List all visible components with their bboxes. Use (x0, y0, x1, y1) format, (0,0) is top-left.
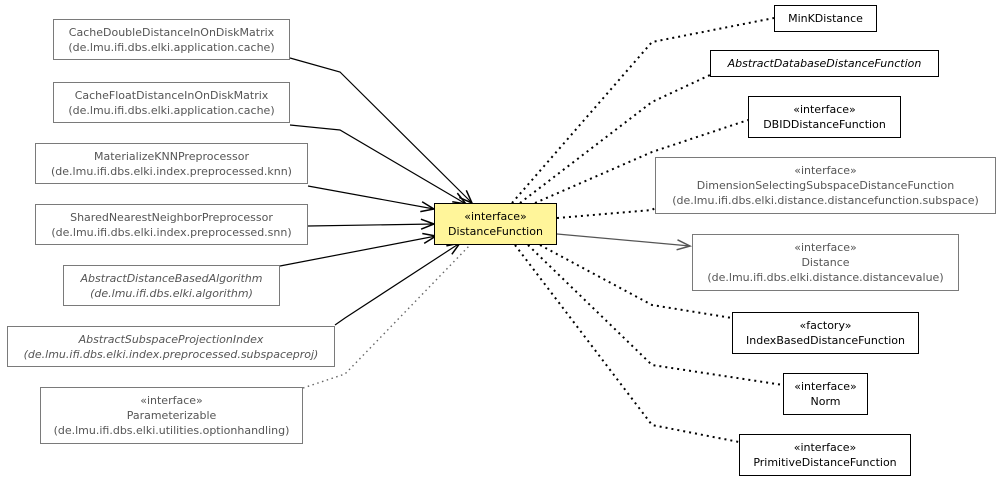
edge-cache-double (289, 57, 472, 203)
class-node-materialize-knn[interactable]: MaterializeKNNPreprocessor (de.lmu.ifi.d… (35, 143, 308, 184)
class-name: DBIDDistanceFunction (763, 118, 886, 131)
class-node-cache-double[interactable]: CacheDoubleDistanceInOnDiskMatrix (de.lm… (53, 19, 290, 60)
edge-abstract-spi (334, 243, 460, 326)
class-name: SharedNearestNeighborPreprocessor (70, 210, 273, 224)
class-node-parameterizable[interactable]: «interface» Parameterizable (de.lmu.ifi.… (40, 387, 303, 444)
class-name: MinKDistance (788, 12, 863, 25)
package-name: (de.lmu.ifi.dbs.elki.distance.distanceva… (707, 271, 944, 284)
class-node-mink-distance[interactable]: MinKDistance (774, 5, 877, 32)
class-node-cache-float[interactable]: CacheFloatDistanceInOnDiskMatrix (de.lmu… (53, 82, 290, 123)
class-name: CacheDoubleDistanceInOnDiskMatrix (68, 25, 275, 39)
class-name: PrimitiveDistanceFunction (753, 456, 897, 469)
class-node-primitive-df[interactable]: «interface» PrimitiveDistanceFunction (739, 434, 911, 476)
package-name: (de.lmu.ifi.dbs.elki.algorithm) (90, 286, 253, 300)
package-name: (de.lmu.ifi.dbs.elki.index.preprocessed.… (51, 164, 292, 178)
stereotype: «interface» (464, 210, 527, 223)
class-name: AbstractDatabaseDistanceFunction (727, 57, 922, 70)
package-name: (de.lmu.ifi.dbs.elki.application.cache) (68, 40, 275, 54)
class-node-distance[interactable]: «interface» Distance (de.lmu.ifi.dbs.elk… (692, 234, 959, 291)
edge-dbid-df (534, 119, 749, 204)
class-name: DistanceFunction (448, 225, 543, 238)
stereotype: «interface» (794, 241, 857, 254)
stereotype: «interface» (794, 380, 857, 393)
class-node-abstract-spi[interactable]: AbstractSubspaceProjectionIndex (de.lmu.… (7, 326, 335, 367)
class-name: AbstractDistanceBasedAlgorithm (80, 271, 263, 285)
class-node-shared-nn[interactable]: SharedNearestNeighborPreprocessor (de.lm… (35, 204, 308, 245)
class-node-dbid-df[interactable]: «interface» DBIDDistanceFunction (748, 96, 901, 138)
package-name: (de.lmu.ifi.dbs.elki.distance.distancefu… (672, 194, 979, 207)
stereotype: «factory» (799, 319, 852, 332)
edge-abstract-ddf (519, 74, 711, 204)
edge-index-based (539, 244, 733, 319)
package-name: (de.lmu.ifi.dbs.elki.application.cache) (68, 103, 275, 117)
class-name: Norm (810, 395, 841, 408)
edge-shared-nn (307, 224, 434, 226)
stereotype: «interface» (140, 394, 203, 407)
edge-dim-sel (556, 207, 656, 219)
class-node-abstract-database-df[interactable]: AbstractDatabaseDistanceFunction (710, 50, 939, 77)
edge-cache-float (289, 124, 466, 204)
package-name: (de.lmu.ifi.dbs.elki.index.preprocessed.… (23, 347, 319, 361)
class-name: Parameterizable (126, 409, 217, 422)
package-name: (de.lmu.ifi.dbs.elki.index.preprocessed.… (51, 225, 292, 239)
class-node-distance-function[interactable]: «interface» DistanceFunction (434, 203, 557, 245)
class-name: CacheFloatDistanceInOnDiskMatrix (74, 88, 269, 102)
stereotype: «interface» (793, 441, 857, 454)
edge-materialize-knn (307, 185, 434, 209)
class-name: IndexBasedDistanceFunction (746, 334, 905, 347)
stereotype: «interface» (794, 164, 857, 177)
class-name: MaterializeKNNPreprocessor (94, 149, 249, 163)
class-node-dim-selecting-sdf[interactable]: «interface» DimensionSelectingSubspaceDi… (655, 157, 996, 214)
package-name: (de.lmu.ifi.dbs.elki.utilities.optionhan… (53, 424, 290, 437)
class-node-norm[interactable]: «interface» Norm (783, 373, 868, 415)
edge-distance (556, 233, 690, 246)
stereotype: «interface» (793, 103, 856, 116)
edge-abstract-dba (279, 236, 436, 267)
class-name: AbstractSubspaceProjectionIndex (78, 332, 264, 346)
class-name: DimensionSelectingSubspaceDistanceFuncti… (696, 179, 955, 192)
class-node-abstract-dba[interactable]: AbstractDistanceBasedAlgorithm (de.lmu.i… (63, 265, 280, 306)
class-name: Distance (801, 256, 850, 269)
class-node-index-based-df[interactable]: «factory» IndexBasedDistanceFunction (732, 312, 919, 354)
